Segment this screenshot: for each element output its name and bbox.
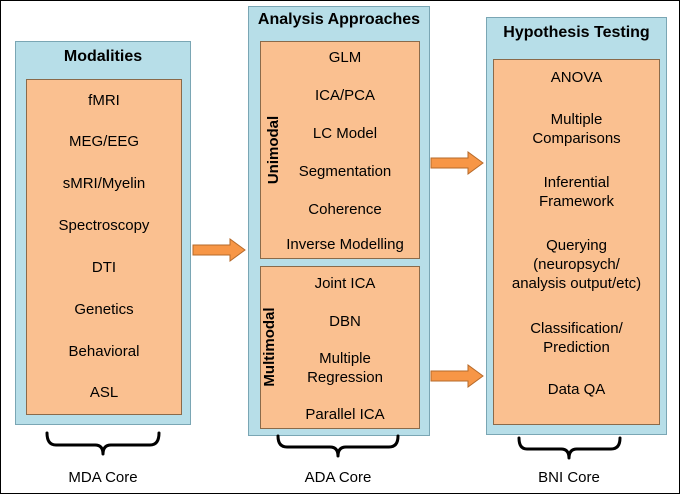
analysis-panel: Analysis Approaches Unimodal GLM ICA/PCA… <box>248 6 430 436</box>
modality-item: Spectroscopy <box>58 217 150 234</box>
unimodal-box: Unimodal GLM ICA/PCA LC Model Segmentati… <box>260 41 420 259</box>
modalities-panel: Modalities fMRI MEG/EEG sMRI/Myelin Spec… <box>15 41 191 425</box>
modality-item: Genetics <box>74 301 134 318</box>
analysis-title: Analysis Approaches <box>257 11 421 28</box>
brace-ada <box>276 434 400 458</box>
multimodal-item: Multiple Regression <box>307 350 383 386</box>
unimodal-item: Inverse Modelling <box>286 236 404 253</box>
hypothesis-list: ANOVA Multiple Comparisons Inferential F… <box>493 59 660 425</box>
hypothesis-item: Multiple Comparisons <box>532 111 621 147</box>
arrow-unimodal-to-hypothesis <box>430 151 484 175</box>
hypothesis-panel: Hypothesis Testing ANOVA Multiple Compar… <box>486 17 667 435</box>
modalities-list: fMRI MEG/EEG sMRI/Myelin Spectroscopy DT… <box>26 79 182 415</box>
unimodal-item: GLM <box>328 49 362 66</box>
ada-core-label: ADA Core <box>304 469 372 486</box>
multimodal-box: Multimodal Joint ICA DBN Multiple Regres… <box>260 266 420 429</box>
modality-item: ASL <box>89 384 119 401</box>
modality-item: Behavioral <box>68 343 140 360</box>
arrow-modalities-to-analysis <box>192 238 246 262</box>
modality-item: MEG/EEG <box>68 133 139 150</box>
hypothesis-title: Hypothesis Testing <box>503 24 650 41</box>
modality-item: DTI <box>91 259 117 276</box>
hypothesis-item: Querying (neuropsych/ analysis output/et… <box>511 237 642 292</box>
bni-core-label: BNI Core <box>538 469 600 486</box>
unimodal-item: Coherence <box>308 201 382 218</box>
mda-core-label: MDA Core <box>68 469 138 486</box>
multimodal-item: Joint ICA <box>314 275 376 292</box>
unimodal-item: LC Model <box>312 125 378 142</box>
unimodal-item: ICA/PCA <box>314 87 375 104</box>
hypothesis-item: Classification/ Prediction <box>530 320 623 356</box>
hypothesis-item: Data QA <box>547 381 606 398</box>
hypothesis-item: Inferential Framework <box>538 174 614 210</box>
hypothesis-item: ANOVA <box>550 69 603 86</box>
modality-item: fMRI <box>88 92 120 109</box>
brace-bni <box>517 436 622 460</box>
modalities-title: Modalities <box>63 48 143 65</box>
modality-item: sMRI/Myelin <box>62 175 146 192</box>
unimodal-item: Segmentation <box>298 163 392 180</box>
multimodal-item: DBN <box>329 313 361 330</box>
arrow-multimodal-to-hypothesis <box>430 364 484 388</box>
brace-mda <box>45 431 161 456</box>
multimodal-item: Parallel ICA <box>305 406 385 423</box>
